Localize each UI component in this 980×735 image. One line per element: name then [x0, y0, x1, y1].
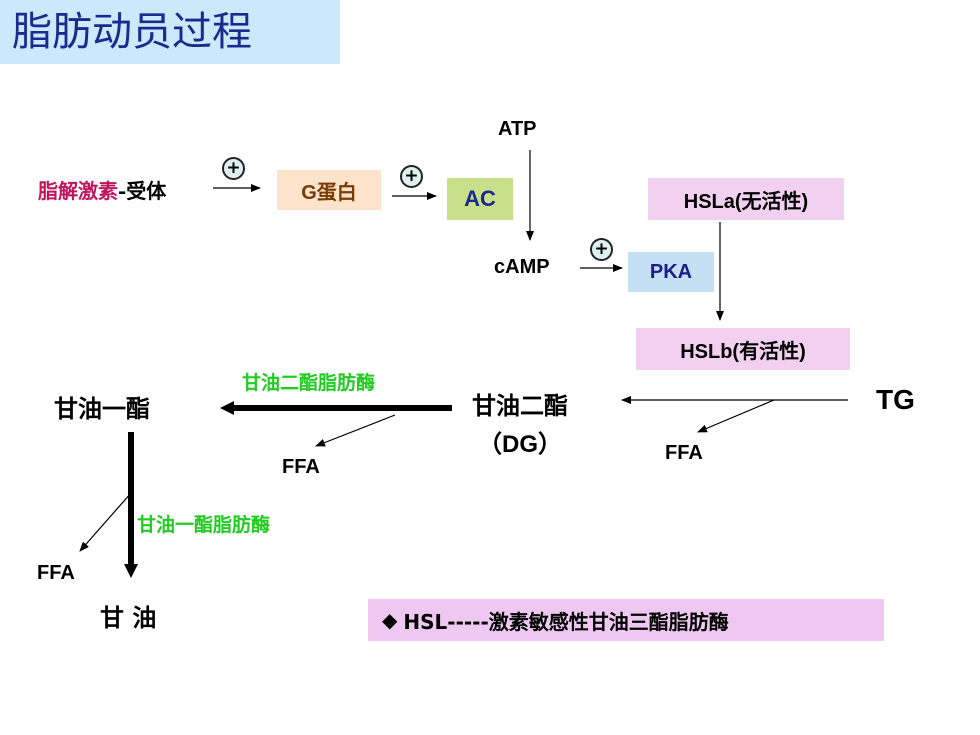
- dg-label: 甘油二酯: [472, 391, 568, 420]
- ffa-label-right: FFA: [665, 442, 703, 464]
- dg-lipase-label: 甘油二酯脂肪酶: [242, 372, 376, 394]
- ffa-label-middle: FFA: [282, 456, 320, 478]
- hormone-text: 脂解激素: [38, 179, 118, 203]
- page-title: 脂肪动员过程: [0, 0, 340, 64]
- g-protein-label: G蛋白: [301, 181, 357, 204]
- atp-label: ATP: [498, 118, 537, 140]
- ac-label: AC: [464, 186, 496, 211]
- tg-label: TG: [876, 384, 915, 415]
- plus-icon: +: [590, 238, 613, 261]
- hslb-node: HSLb(有活性): [636, 328, 850, 370]
- receptor-text: -受体: [118, 179, 167, 203]
- arrow-branch-ffa-left: [79, 492, 132, 552]
- pka-label: PKA: [649, 260, 693, 283]
- hsla-label: HSLa(无活性): [683, 190, 809, 213]
- plus-icon: +: [222, 157, 245, 180]
- hslb-label: HSLb(有活性): [680, 340, 806, 363]
- hormone-receptor-label: 脂解激素-受体: [38, 175, 166, 204]
- plus-icon: +: [400, 165, 423, 188]
- camp-label: cAMP: [494, 256, 550, 278]
- mg-lipase-label: 甘油一酯脂肪酶: [137, 514, 271, 536]
- mg-label: 甘油一酯: [54, 394, 150, 423]
- diamond-bullet-icon: ◆: [382, 608, 398, 632]
- glycerol-label: 甘 油: [100, 603, 157, 632]
- g-protein-node: G蛋白: [277, 170, 381, 210]
- dg-abbrev-label: （DG）: [478, 431, 562, 458]
- hsl-note: ◆ HSL-----激素敏感性甘油三酯脂肪酶: [368, 599, 884, 641]
- ac-node: AC: [447, 178, 513, 220]
- pka-node: PKA: [628, 252, 714, 292]
- arrow-branch-ffa-right: [697, 399, 775, 433]
- hsl-note-text: HSL-----激素敏感性甘油三酯脂肪酶: [403, 609, 729, 634]
- ffa-label-left: FFA: [37, 562, 75, 584]
- arrow-branch-ffa-middle: [315, 414, 396, 447]
- hsla-node: HSLa(无活性): [648, 178, 844, 220]
